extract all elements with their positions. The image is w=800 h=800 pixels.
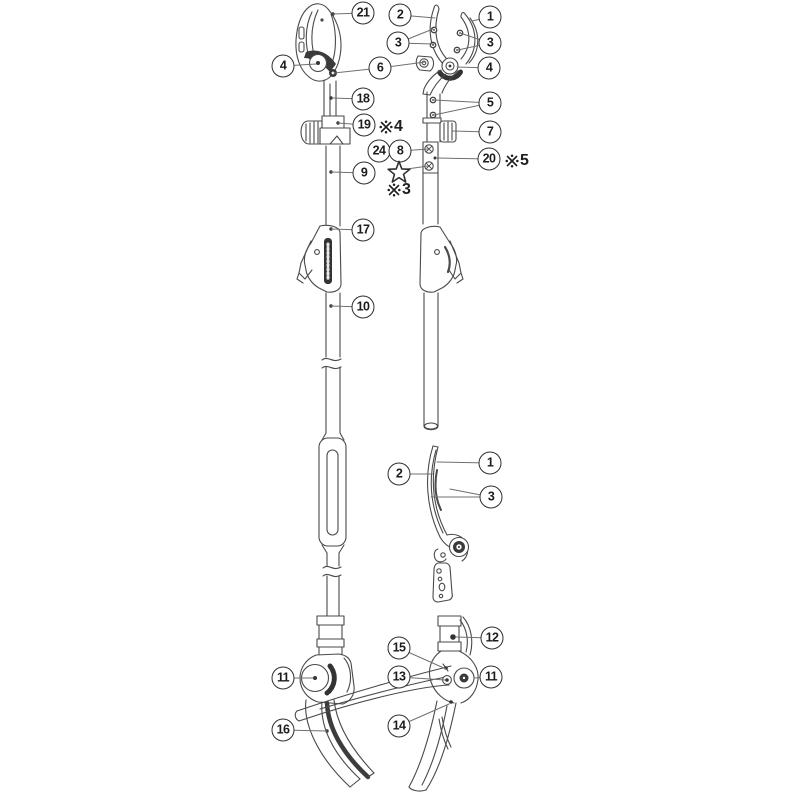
- reference-mark-5: 5: [505, 153, 529, 169]
- upper-pole: [325, 145, 341, 227]
- callout-15: 15: [387, 636, 411, 660]
- right-pole-lower: [423, 292, 439, 431]
- pivot-bolt: [437, 57, 463, 81]
- callout-3-blade: 3: [479, 485, 503, 509]
- handle-assembly-right: [294, 615, 479, 792]
- callout-17: 17: [351, 218, 375, 242]
- callout-5: 5: [478, 91, 502, 115]
- reference-mark-4: 4: [379, 119, 403, 135]
- callout-13: 13: [387, 665, 411, 689]
- callout-label: 17: [356, 222, 370, 237]
- locking-clamp-left: [296, 224, 342, 293]
- callout-label: 4: [485, 60, 493, 75]
- callout-label: 14: [392, 718, 406, 733]
- callout-label: 21: [356, 5, 370, 20]
- callout-18: 18: [351, 87, 375, 111]
- callout-label: 13: [392, 669, 406, 684]
- callout-label: 8: [396, 143, 404, 158]
- lower-pole: [322, 552, 342, 617]
- callout-21: 21: [351, 1, 375, 25]
- reference-mark-number: 4: [394, 118, 403, 135]
- callout-7: 7: [478, 120, 502, 144]
- reference-mark-number: 3: [402, 181, 411, 198]
- callout-label: 16: [276, 722, 290, 737]
- callout-11-right: 11: [479, 665, 503, 689]
- right-head-detail: [415, 4, 479, 431]
- callout-12: 12: [480, 626, 504, 650]
- callout-11-left: 11: [271, 666, 295, 690]
- callout-label: 18: [356, 91, 370, 106]
- callout-label: 3: [486, 35, 494, 50]
- callout-label: 6: [376, 60, 384, 75]
- head-mount-collar: [300, 79, 351, 145]
- callout-16: 16: [271, 718, 295, 742]
- callout-label: 7: [486, 124, 494, 139]
- callout-label: 2: [395, 466, 403, 481]
- callout-label: 20: [482, 151, 496, 166]
- callout-1-blade: 1: [478, 451, 502, 475]
- callout-label: 3: [487, 489, 495, 504]
- callout-label: 1: [486, 455, 494, 470]
- callout-label: 11: [484, 669, 498, 684]
- callout-20: 20: [477, 147, 501, 171]
- callout-6: 6: [368, 56, 392, 80]
- counter-blade: [415, 4, 451, 72]
- head-frame-shaft: [422, 69, 459, 143]
- callout-10: 10: [351, 295, 375, 319]
- callout-label: 10: [356, 299, 370, 314]
- middle-pole: [321, 292, 342, 434]
- callout-4-head: 4: [477, 56, 501, 80]
- left-assembly: [295, 3, 375, 788]
- callout-9: 9: [352, 161, 376, 185]
- callout-label: 5: [486, 95, 494, 110]
- callout-label: 12: [485, 630, 499, 645]
- reference-mark-3: 3: [387, 182, 411, 198]
- locking-clamp-right: [419, 225, 464, 293]
- callout-3-head-left: 3: [386, 31, 410, 55]
- callout-label: 1: [486, 9, 494, 24]
- callout-3-head-right: 3: [478, 31, 502, 55]
- cutting-head-closed: [295, 3, 342, 82]
- callout-label: 4: [279, 58, 287, 73]
- callout-4-left: 4: [271, 54, 295, 78]
- callout-2-blade: 2: [387, 462, 411, 486]
- callout-1-head: 1: [478, 5, 502, 29]
- callout-label: 15: [392, 640, 406, 655]
- star-mark: [387, 160, 412, 185]
- callout-2-head: 2: [388, 3, 412, 27]
- callout-label: 3: [394, 35, 402, 50]
- callout-label: 9: [360, 165, 368, 180]
- right-pole-upper: [422, 172, 439, 225]
- lower-bracket: [422, 141, 439, 174]
- callout-19: 19: [352, 113, 376, 137]
- reference-mark-icon: [505, 154, 519, 168]
- callout-14: 14: [387, 714, 411, 738]
- star-icon: [387, 160, 411, 183]
- callout-label: 19: [357, 117, 371, 132]
- reference-mark-icon: [387, 183, 401, 197]
- reference-mark-icon: [379, 120, 393, 134]
- callout-label: 24: [372, 143, 386, 158]
- reference-mark-number: 5: [520, 152, 529, 169]
- callout-label: 2: [396, 7, 404, 22]
- replacement-blade-detail: [426, 445, 470, 603]
- foam-grip: [318, 432, 347, 554]
- callout-label: 11: [276, 670, 290, 685]
